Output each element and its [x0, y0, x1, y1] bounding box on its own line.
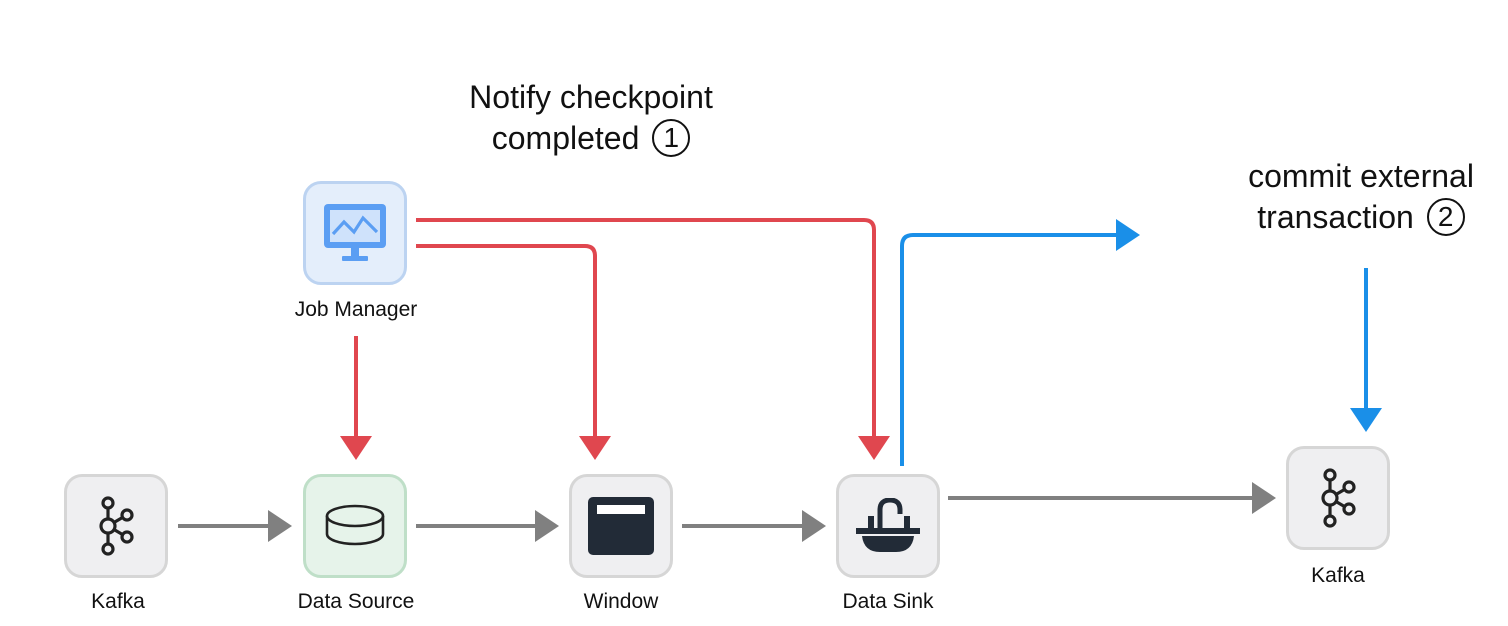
- step-1-badge: 1: [652, 119, 691, 157]
- notify-line-2: completed: [491, 120, 640, 156]
- job-manager-node: [303, 181, 407, 285]
- kafka-source-label: Kafka: [91, 590, 145, 613]
- kafka-icon: [94, 494, 138, 558]
- step-2-badge: 2: [1426, 198, 1465, 236]
- window-icon: [588, 497, 654, 555]
- commit-arrow-out: [900, 219, 1140, 466]
- sink-icon: [854, 498, 922, 554]
- data-sink-node: [836, 474, 940, 578]
- notify-checkpoint-annotation: Notify checkpoint completed 1: [441, 77, 741, 159]
- notify-line-2-wrap: completed 1: [441, 118, 741, 159]
- data-source-node: [303, 474, 407, 578]
- kafka-target-node: [1286, 446, 1390, 550]
- monitor-chart-icon: [322, 202, 388, 264]
- commit-transaction-annotation: commit external transaction 2: [1218, 156, 1504, 238]
- commit-line-1: commit external: [1248, 158, 1474, 194]
- data-sink-label: Data Sink: [842, 590, 934, 613]
- kafka-target-label: Kafka: [1311, 564, 1365, 587]
- notify-line-1: Notify checkpoint: [469, 79, 713, 115]
- data-source-label: Data Source: [297, 590, 415, 613]
- kafka-icon: [1316, 466, 1360, 530]
- window-label: Window: [583, 590, 659, 613]
- kafka-source-node: [64, 474, 168, 578]
- window-node: [569, 474, 673, 578]
- job-manager-label: Job Manager: [294, 298, 418, 321]
- commit-line-2-wrap: transaction 2: [1218, 197, 1504, 238]
- notify-arrow-data-sink: [416, 218, 890, 460]
- notify-arrow-window: [416, 244, 611, 460]
- database-icon: [323, 502, 387, 550]
- commit-line-2: transaction: [1257, 199, 1414, 235]
